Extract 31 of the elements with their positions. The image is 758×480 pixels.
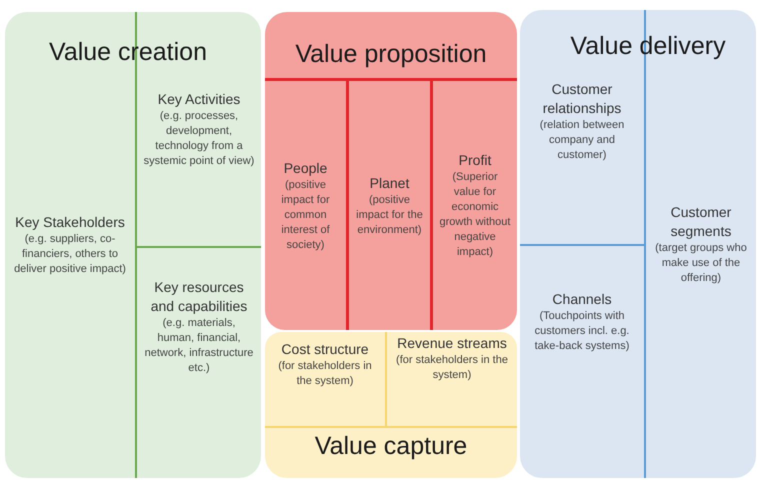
cell-description: (positive impact for the environment)	[355, 192, 424, 238]
canvas-panel	[520, 10, 756, 478]
cell-title: Profit	[458, 151, 492, 170]
cell-title: People	[284, 158, 328, 178]
cell-description: (e.g. processes, development, technology from a systemic point of view)	[143, 109, 255, 169]
cell-description: (relation between company and customer)	[538, 118, 626, 163]
cell-description: (e.g. suppliers, co-financiers, others to deliver positive impact)	[13, 232, 127, 277]
cell-description: (for stakeholders in the system)	[277, 359, 373, 389]
cell-description: (Touchpoints with customers incl. e.g. take-back systems)	[534, 309, 630, 354]
cell-title: Planet	[370, 174, 410, 192]
cell-title: Channels	[552, 290, 612, 309]
cell-description: (e.g. materials, human, financial, network, infrastructure etc.)	[144, 316, 254, 376]
cell-description: (target groups who make use of the offering)	[654, 240, 748, 286]
canvas-panel	[5, 12, 261, 478]
cell-title: Key Activities	[158, 90, 240, 109]
cell-description: (Superior value for economic growth without negative impact)	[439, 170, 511, 260]
cell-title: Customer relationships	[542, 80, 622, 118]
canvas-cell	[349, 78, 433, 330]
cell-description: (for stakeholders in the system)	[395, 353, 509, 383]
cell-title: Customer segments	[670, 202, 732, 240]
panel-heading: Value proposition	[294, 40, 488, 69]
panel-heading: Value capture	[314, 432, 468, 461]
cell-description: (positive impact for common interest of society)	[280, 178, 331, 252]
canvas-panel	[265, 332, 517, 478]
canvas-cell	[265, 332, 387, 428]
cell-title: Key resources and capabilities	[150, 278, 248, 316]
cell-title: Revenue streams	[397, 334, 507, 353]
cell-title: Cost structure	[281, 340, 369, 359]
canvas-cell	[265, 78, 349, 330]
cell-title: Key Stakeholders	[15, 213, 125, 232]
canvas-panel	[265, 12, 517, 330]
